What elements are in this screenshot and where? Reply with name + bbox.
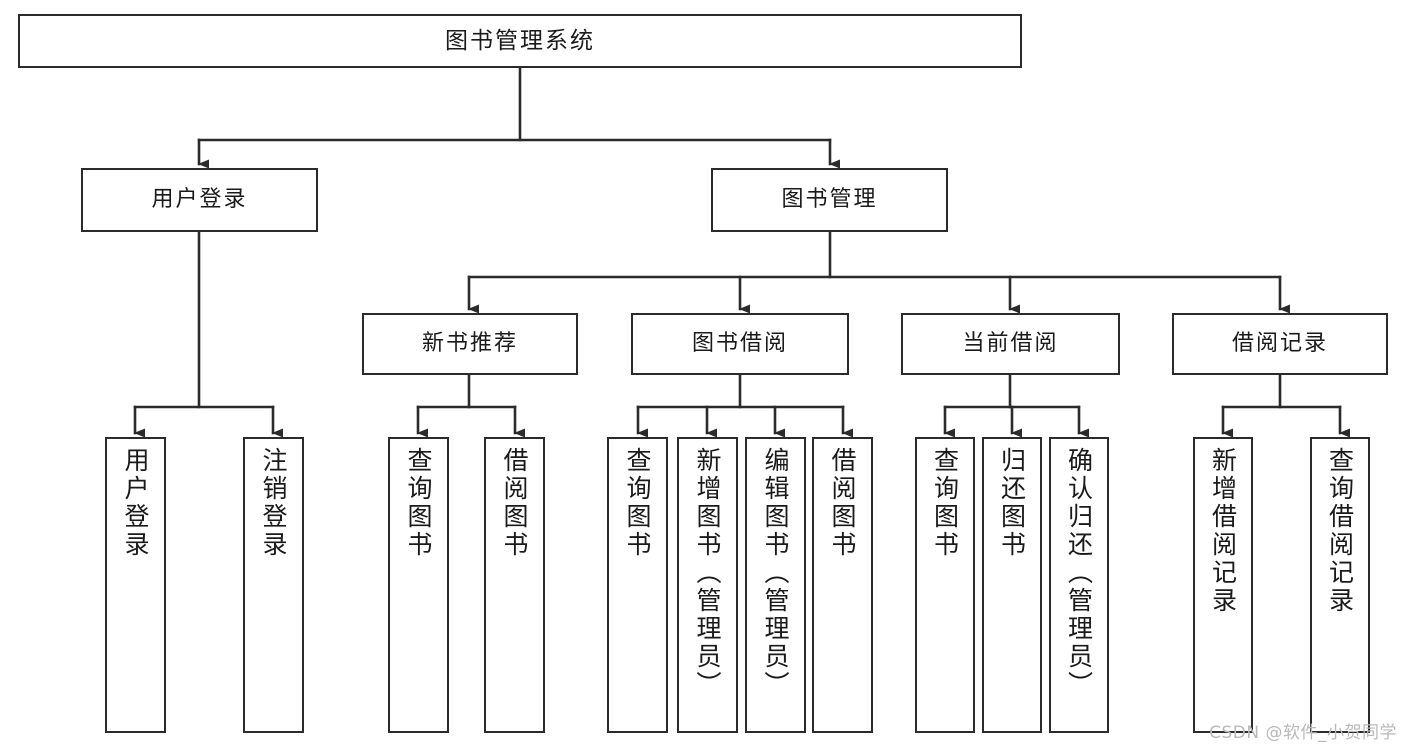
node-book-manage[interactable]: 图书管理 [711,168,948,232]
node-leaf-borrow-book-1-label: 借阅图书 [500,447,529,559]
csdn-watermark: CSDN @软件_小贺同学 [1209,723,1397,743]
node-book-borrow[interactable]: 图书借阅 [631,313,849,375]
node-leaf-confirm-return[interactable]: 确认归还（管理员） [1049,437,1109,733]
node-root-label: 图书管理系统 [445,27,595,54]
node-leaf-confirm-return-label: 确认归还（管理员） [1064,447,1094,699]
node-leaf-query-record-label: 查询借阅记录 [1325,447,1355,615]
node-leaf-query-book-1[interactable]: 查询图书 [388,437,449,733]
node-current-borrow-label: 当前借阅 [962,331,1059,357]
node-leaf-borrow-book-1[interactable]: 借阅图书 [484,437,545,733]
node-leaf-query-book-2-label: 查询图书 [623,447,652,559]
node-leaf-return-book[interactable]: 归还图书 [982,437,1042,733]
node-leaf-borrow-book-2[interactable]: 借阅图书 [812,437,873,733]
node-user-login-label: 用户登录 [151,187,248,213]
node-leaf-add-record-label: 新增借阅记录 [1208,447,1238,615]
node-leaf-borrow-book-2-label: 借阅图书 [828,447,857,559]
node-borrow-record-label: 借阅记录 [1231,331,1328,357]
node-leaf-user-login[interactable]: 用户登录 [105,437,166,733]
node-leaf-edit-book[interactable]: 编辑图书（管理员） [745,437,806,733]
node-user-login[interactable]: 用户登录 [81,168,318,232]
node-leaf-edit-book-label: 编辑图书（管理员） [761,447,790,699]
node-new-book-recommend[interactable]: 新书推荐 [362,313,578,375]
node-leaf-query-book-1-label: 查询图书 [404,447,433,559]
node-root[interactable]: 图书管理系统 [18,14,1022,68]
node-book-borrow-label: 图书借阅 [691,331,788,357]
node-leaf-query-record[interactable]: 查询借阅记录 [1310,437,1370,733]
node-leaf-add-book-label: 新增图书（管理员） [693,447,722,699]
node-borrow-record[interactable]: 借阅记录 [1172,313,1388,375]
node-leaf-logout-login[interactable]: 注销登录 [243,437,304,733]
node-leaf-logout-login-label: 注销登录 [259,447,288,559]
node-current-borrow[interactable]: 当前借阅 [901,313,1120,375]
node-leaf-add-book[interactable]: 新增图书（管理员） [677,437,738,733]
node-leaf-add-record[interactable]: 新增借阅记录 [1193,437,1253,733]
node-leaf-user-login-label: 用户登录 [121,447,150,559]
node-leaf-return-book-label: 归还图书 [997,447,1027,559]
node-new-book-recommend-label: 新书推荐 [421,331,518,357]
node-book-manage-label: 图书管理 [781,187,878,213]
node-leaf-query-book-3[interactable]: 查询图书 [915,437,975,733]
node-leaf-query-book-3-label: 查询图书 [930,447,960,559]
node-leaf-query-book-2[interactable]: 查询图书 [607,437,668,733]
